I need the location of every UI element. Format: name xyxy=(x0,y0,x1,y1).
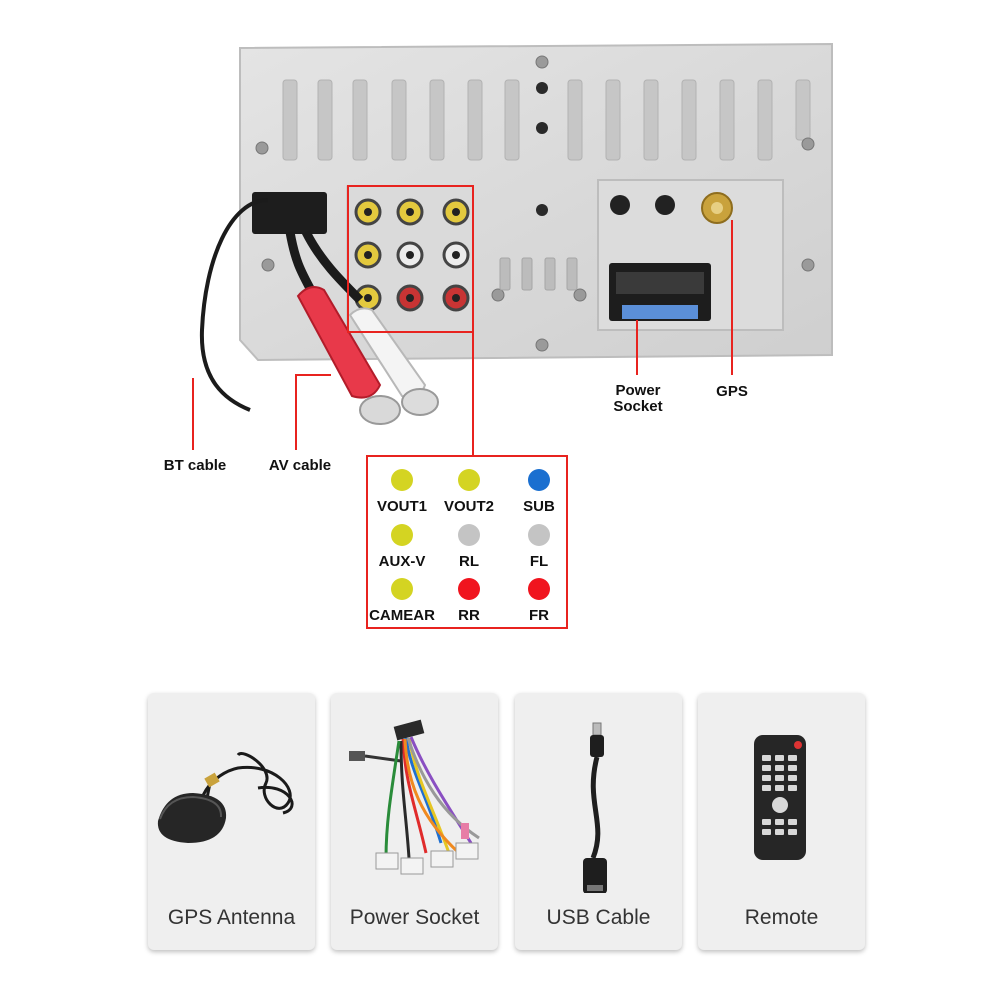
yellow-dot-icon xyxy=(391,524,413,546)
legend-item-rl: RL xyxy=(429,524,509,574)
gray-dot-icon xyxy=(458,524,480,546)
accessory-card-power-socket: Power Socket xyxy=(331,693,498,950)
accessory-label: Power Socket xyxy=(349,906,480,929)
legend-item-fl: FL xyxy=(499,524,579,574)
rca-bracket-top xyxy=(347,185,474,187)
legend-label: RR xyxy=(458,607,480,624)
av-leader-vertical xyxy=(295,374,297,450)
legend-item-aux-v: AUX-V xyxy=(362,524,442,574)
legend-label: RL xyxy=(459,553,479,570)
av-leader-horizontal xyxy=(295,374,331,376)
legend-item-vout1: VOUT1 xyxy=(362,469,442,519)
accessory-label: Remote xyxy=(744,906,819,929)
usb-cable-icon xyxy=(583,722,607,893)
gps-antenna-icon xyxy=(157,752,294,843)
legend-label: FL xyxy=(529,553,549,570)
blue-dot-icon xyxy=(528,469,550,491)
power-socket-callout-line2: Socket xyxy=(613,398,663,415)
remote-control-icon xyxy=(754,735,806,860)
red-dot-icon xyxy=(528,578,550,600)
legend-label: SUB xyxy=(523,498,555,515)
accessory-card-usb-cable: USB Cable xyxy=(515,693,682,950)
yellow-dot-icon xyxy=(391,578,413,600)
legend-item-camear: CAMEAR xyxy=(362,578,442,628)
accessory-label: GPS Antenna xyxy=(167,906,296,929)
rca-bracket-bottom xyxy=(347,331,474,333)
red-dot-icon xyxy=(458,578,480,600)
legend-item-vout2: VOUT2 xyxy=(429,469,509,519)
wiring-harness-icon xyxy=(349,719,480,875)
gps-leader-vertical xyxy=(731,220,733,375)
legend-item-fr: FR xyxy=(499,578,579,628)
legend-item-rr: RR xyxy=(429,578,509,628)
bt-leader-vertical xyxy=(192,378,194,450)
rca-bracket-right xyxy=(472,185,474,455)
rca-bracket-left xyxy=(347,185,349,332)
legend-label: FR xyxy=(529,607,549,624)
accessory-card-gps-antenna: GPS Antenna xyxy=(148,693,315,950)
gps-callout: GPS xyxy=(716,383,748,400)
legend-label: AUX-V xyxy=(378,553,426,570)
power-socket-callout-line1: Power xyxy=(615,382,661,399)
accessory-card-remote: Remote xyxy=(698,693,865,950)
power-leader-vertical xyxy=(636,320,638,375)
rca-color-legend: VOUT1 VOUT2 SUB AUX-V RL FL CAMEAR RR FR xyxy=(366,455,568,629)
power-socket-callout: Power Socket xyxy=(600,383,676,415)
legend-label: CAMEAR xyxy=(369,607,435,624)
head-unit-rear-panel xyxy=(199,42,833,425)
bt-cable-callout: BT cable xyxy=(163,457,227,474)
gray-dot-icon xyxy=(528,524,550,546)
accessory-label: USB Cable xyxy=(546,906,651,929)
av-cable-callout: AV cable xyxy=(268,457,332,474)
yellow-dot-icon xyxy=(458,469,480,491)
yellow-dot-icon xyxy=(391,469,413,491)
legend-label: VOUT2 xyxy=(443,498,494,515)
legend-label: VOUT1 xyxy=(376,498,427,515)
legend-item-sub: SUB xyxy=(499,469,579,519)
